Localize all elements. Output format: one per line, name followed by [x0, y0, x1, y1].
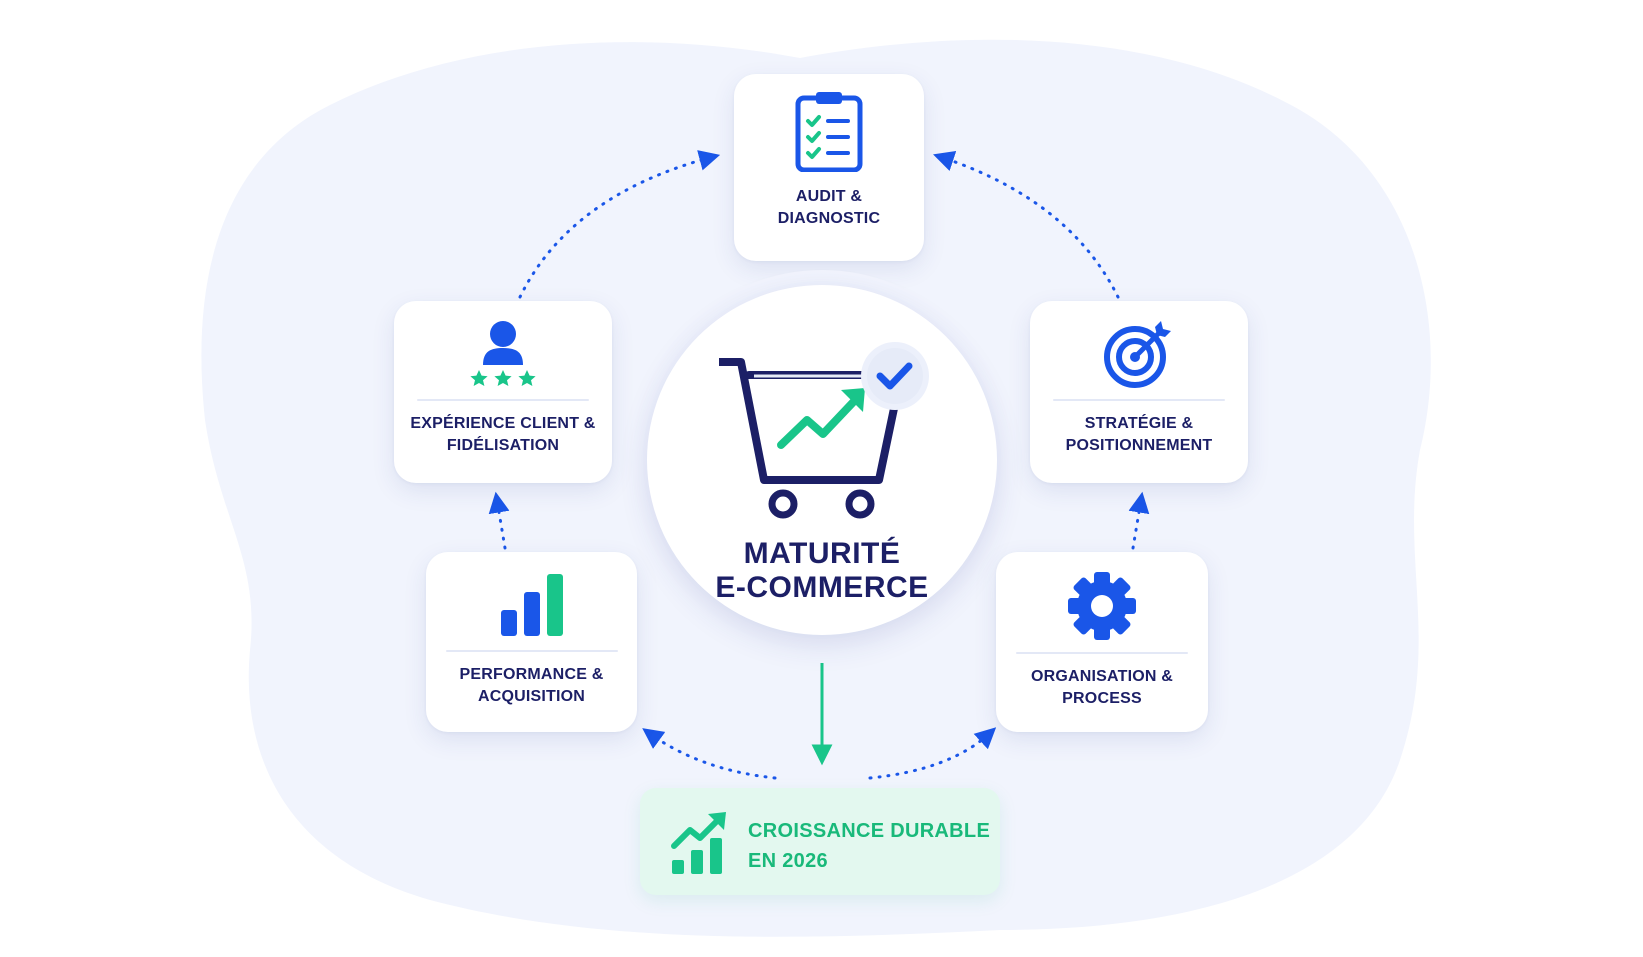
- step-label-audit: AUDIT & DIAGNOSTIC: [778, 186, 880, 230]
- step-label-line: ORGANISATION &: [1030, 668, 1174, 685]
- step-card-experience: EXPÉRIENCE CLIENT & FIDÉLISATION: [394, 301, 612, 483]
- center-title-line: E-COMMERCE: [715, 571, 929, 604]
- outcome-label-line: EN 2026: [748, 850, 828, 872]
- shopping-cart-growth-icon: [715, 340, 939, 535]
- step-card-strategie: STRATÉGIE & POSITIONNEMENT: [1030, 301, 1248, 483]
- center-title: MATURITÉ E-COMMERCE: [647, 537, 997, 605]
- target-icon: [1103, 319, 1175, 389]
- outcome-card: CROISSANCE DURABLE EN 2026: [640, 788, 1000, 895]
- step-label-experience: EXPÉRIENCE CLIENT & FIDÉLISATION: [410, 413, 595, 457]
- step-label-line: POSITIONNEMENT: [1065, 437, 1213, 454]
- step-card-organisation: ORGANISATION & PROCESS: [996, 552, 1208, 732]
- step-label-line: ACQUISITION: [477, 688, 586, 705]
- outcome-label: CROISSANCE DURABLE EN 2026: [748, 816, 990, 876]
- step-label-strategie: STRATÉGIE & POSITIONNEMENT: [1066, 413, 1213, 457]
- step-card-audit: AUDIT & DIAGNOSTIC: [734, 74, 924, 261]
- step-label-line: AUDIT &: [795, 188, 863, 205]
- center-title-line: MATURITÉ: [743, 537, 901, 570]
- step-label-line: EXPÉRIENCE CLIENT &: [410, 415, 596, 432]
- step-card-performance: PERFORMANCE & ACQUISITION: [426, 552, 637, 732]
- step-label-performance: PERFORMANCE & ACQUISITION: [460, 664, 604, 708]
- clipboard-checklist-icon: [794, 90, 864, 172]
- step-label-line: STRATÉGIE &: [1084, 415, 1194, 432]
- connector-outcome-to-performance: [642, 728, 777, 780]
- step-label-line: FIDÉLISATION: [446, 437, 560, 454]
- card-divider: [1016, 652, 1188, 654]
- connector-organisation-to-strategie: [1128, 491, 1150, 550]
- connector-performance-to-experience: [488, 491, 510, 550]
- center-circle: MATURITÉ E-COMMERCE: [647, 285, 997, 635]
- card-divider: [417, 399, 589, 401]
- user-rating-icon: [467, 319, 539, 389]
- step-label-line: DIAGNOSTIC: [777, 210, 881, 227]
- step-label-line: PROCESS: [1062, 690, 1142, 707]
- card-divider: [445, 650, 618, 652]
- connector-outcome-to-organisation: [868, 727, 997, 780]
- step-label-line: PERFORMANCE &: [459, 666, 604, 683]
- gear-icon: [1066, 570, 1138, 642]
- outcome-label-line: CROISSANCE DURABLE: [748, 820, 991, 842]
- bar-chart-icon: [497, 570, 567, 640]
- card-divider: [1053, 399, 1225, 401]
- connector-strategie-to-audit: [933, 151, 1120, 299]
- growth-chart-icon: [670, 810, 732, 881]
- connector-experience-to-audit: [518, 150, 721, 299]
- step-label-organisation: ORGANISATION & PROCESS: [1031, 666, 1173, 710]
